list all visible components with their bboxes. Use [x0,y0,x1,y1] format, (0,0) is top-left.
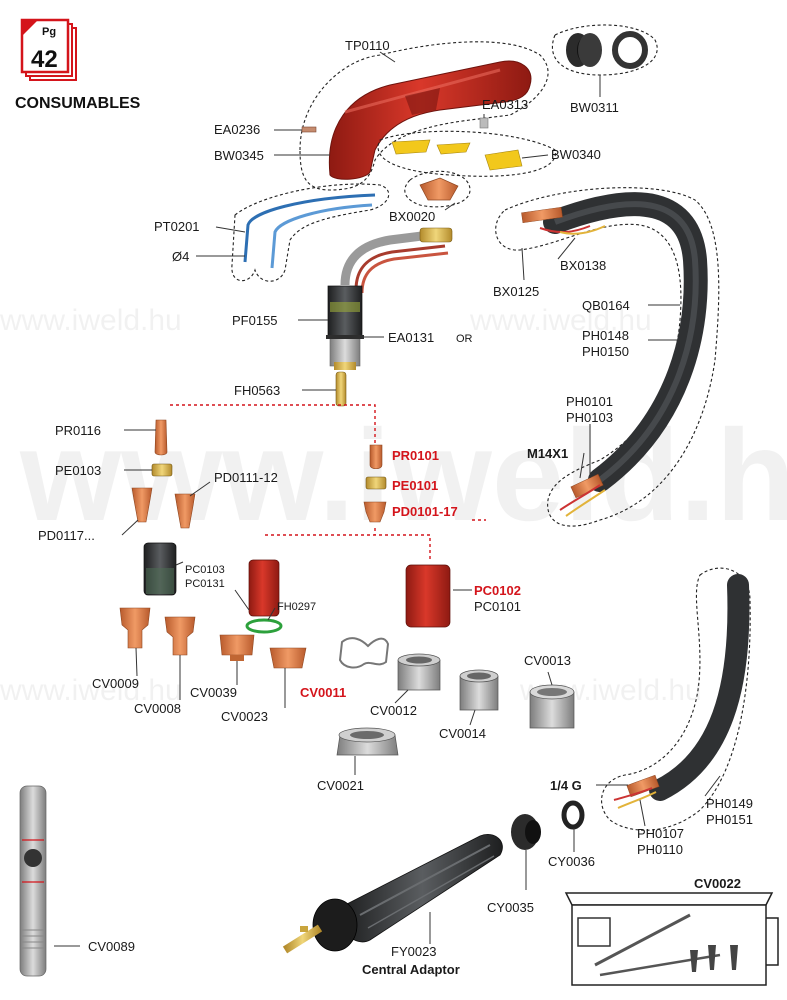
label-qb0164: QB0164 [582,298,630,313]
pe0103-swirl [151,463,173,477]
label-pc0103: PC0103 [185,564,225,576]
pc0131-nozzle [248,559,280,617]
watermark: www.iweld.hu [469,304,652,337]
cv0011-spring-clip [338,637,390,669]
pc0102-nozzle [405,564,451,628]
label-ph0110: PH0110 [637,842,683,857]
label-cv0009: CV0009 [92,676,139,691]
label-pt0201: PT0201 [154,219,200,234]
label-bw0345: BW0345 [214,148,264,163]
fh0563-part [335,371,347,407]
qb0164-cable [495,187,720,527]
label-ph0150: PH0150 [582,344,629,359]
label-ph0151: PH0151 [706,812,753,827]
watermark: www.iweld.hu [0,304,182,337]
cv0013-spacer [529,684,575,729]
label-ph0107: PH0107 [637,826,684,841]
label-cv0023: CV0023 [221,709,268,724]
label-tp0110: TP0110 [345,38,390,53]
cv0039-cap [219,634,255,661]
page-badge: Pg 42 [20,18,77,81]
label-pd0111-12: PD0111-12 [214,470,278,485]
label-ea0131: EA0131 [388,330,434,345]
watermark: www.iweld.hu [0,674,182,707]
cy0036-ring [561,800,585,830]
label-bx0125: BX0125 [493,284,539,299]
label-bx0138: BX0138 [560,258,606,273]
label-d4: Ø4 [172,249,189,264]
cv0022-case [564,892,779,986]
label-cy0035: CY0035 [487,900,534,915]
label-central-adaptor: Central Adaptor [362,962,460,977]
leader-lines [54,51,721,947]
page-badge-number: 42 [31,46,58,73]
pr0116-electrode [154,419,168,456]
cv0009-cap [119,607,151,649]
label-m14x1: M14X1 [527,446,568,461]
watermark: www.iweld.hu [19,402,787,548]
pd0101-17-tip [363,501,387,523]
label-ph0148: PH0148 [582,328,629,343]
label-pr0101: PR0101 [392,448,439,463]
section-title: CONSUMABLES [15,95,141,112]
cv0012-spacer [397,653,441,691]
pr0101-electrode [369,444,383,470]
label-pc0131: PC0131 [185,578,225,590]
label-ph0149: PH0149 [706,796,753,811]
label-cv0013: CV0013 [524,653,571,668]
part-labels: TP0110 EA0236 BW0345 EA0313 BW0311 BW034… [38,38,753,977]
label-pc0101: PC0101 [474,599,521,614]
label-cv0089: CV0089 [88,939,135,954]
label-cv0021: CV0021 [317,778,364,793]
label-ph0103: PH0103 [566,410,613,425]
label-fh0297: FH0297 [277,601,316,613]
pf0155-torch-body [326,227,453,370]
label-ea0131-suffix: OR [456,333,473,345]
cv0008-cap [164,616,196,656]
label-pf0155: PF0155 [232,313,278,328]
label-bw0311: BW0311 [570,100,619,115]
label-cv0012: CV0012 [370,703,417,718]
cv0021-spacer [336,727,399,756]
cv0014-spacer [459,669,499,711]
label-cv0039: CV0039 [190,685,237,700]
pd0111-12-tip [174,493,196,529]
pe0101-swirl [365,476,387,490]
label-pe0103: PE0103 [55,463,101,478]
label-ea0236: EA0236 [214,122,260,137]
label-pr0116: PR0116 [55,423,101,438]
fy0023-central-adaptor [282,834,503,954]
bw0340-clips [377,130,556,177]
label-pd0101-17: PD0101-17 [392,504,458,519]
pd0117-tip [131,487,153,523]
label-cv0014: CV0014 [439,726,486,741]
torch-handle-group [299,41,549,191]
label-cv0022: CV0022 [694,876,741,891]
fh0297-o-ring [245,618,283,634]
label-pe0101: PE0101 [392,478,438,493]
cy0035-bush [511,814,541,850]
label-bx0020: BX0020 [389,209,435,224]
cv0089-tool [19,785,47,977]
label-fh0563: FH0563 [234,383,280,398]
label-ea0313: EA0313 [482,97,528,112]
label-fy0023: FY0023 [391,944,437,959]
cv0023-cap [269,647,307,669]
bw0311-grommets [551,24,658,76]
label-quarter-g: 1/4 G [550,778,582,793]
label-ph0101: PH0101 [566,394,613,409]
label-cv0011: CV0011 [300,685,346,700]
label-cv0008: CV0008 [134,701,181,716]
label-bw0340: BW0340 [551,147,601,162]
ph0149-cable [601,567,751,831]
label-pc0102: PC0102 [474,583,521,598]
label-pd0117: PD0117... [38,528,95,543]
bx0020-bracket [404,170,471,208]
pt0201-tubes [231,183,390,282]
label-cy0036: CY0036 [548,854,595,869]
pc0103-nozzle [143,542,177,596]
page-badge-prefix: Pg [42,26,56,38]
